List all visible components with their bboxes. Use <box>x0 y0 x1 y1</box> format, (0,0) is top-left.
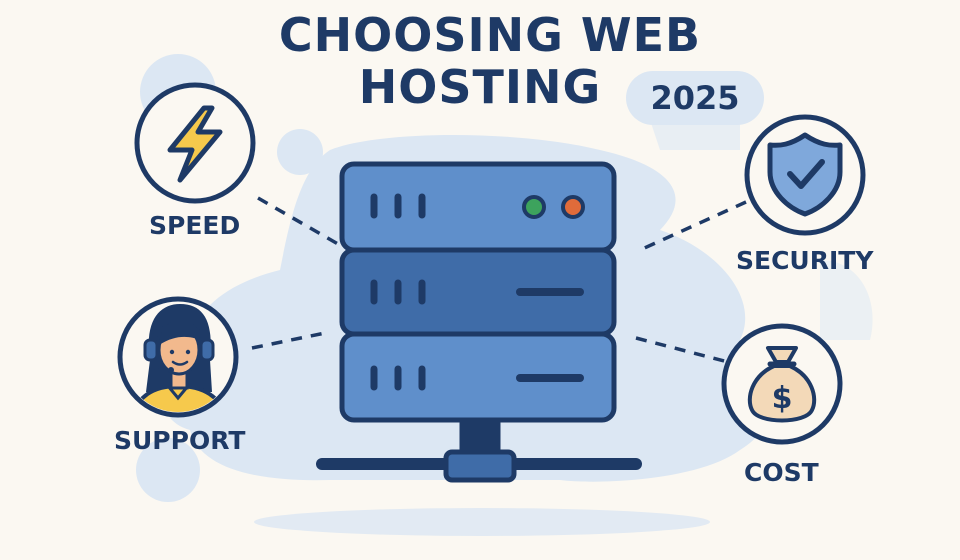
support-label: SUPPORT <box>114 426 246 455</box>
security-badge <box>744 114 866 236</box>
status-led-orange <box>561 195 585 219</box>
server-unit-top <box>339 161 617 253</box>
server-unit-bottom <box>339 331 617 423</box>
security-label: SECURITY <box>736 246 874 275</box>
server-rack-icon <box>316 161 642 483</box>
status-led-green <box>522 195 546 219</box>
support-badge <box>117 296 239 418</box>
shield-check-icon <box>767 132 843 217</box>
lightning-bolt-icon <box>167 105 223 183</box>
speed-badge <box>134 82 256 204</box>
year-badge: 2025 <box>626 71 764 125</box>
connector-cost <box>635 336 729 364</box>
floor-shadow <box>254 508 710 536</box>
connector-speed <box>257 196 339 246</box>
connector-support <box>251 330 331 350</box>
svg-text:$: $ <box>772 381 793 416</box>
server-unit-middle <box>339 247 617 337</box>
speed-label: SPEED <box>149 211 241 240</box>
title-line-2: HOSTING <box>358 60 602 114</box>
cost-badge: $ <box>721 323 843 445</box>
cost-label: COST <box>744 458 819 487</box>
title-line-1: CHOOSING WEB <box>278 8 702 62</box>
connector-lines <box>251 196 747 364</box>
money-bag-dollar-icon: $ <box>747 346 817 423</box>
